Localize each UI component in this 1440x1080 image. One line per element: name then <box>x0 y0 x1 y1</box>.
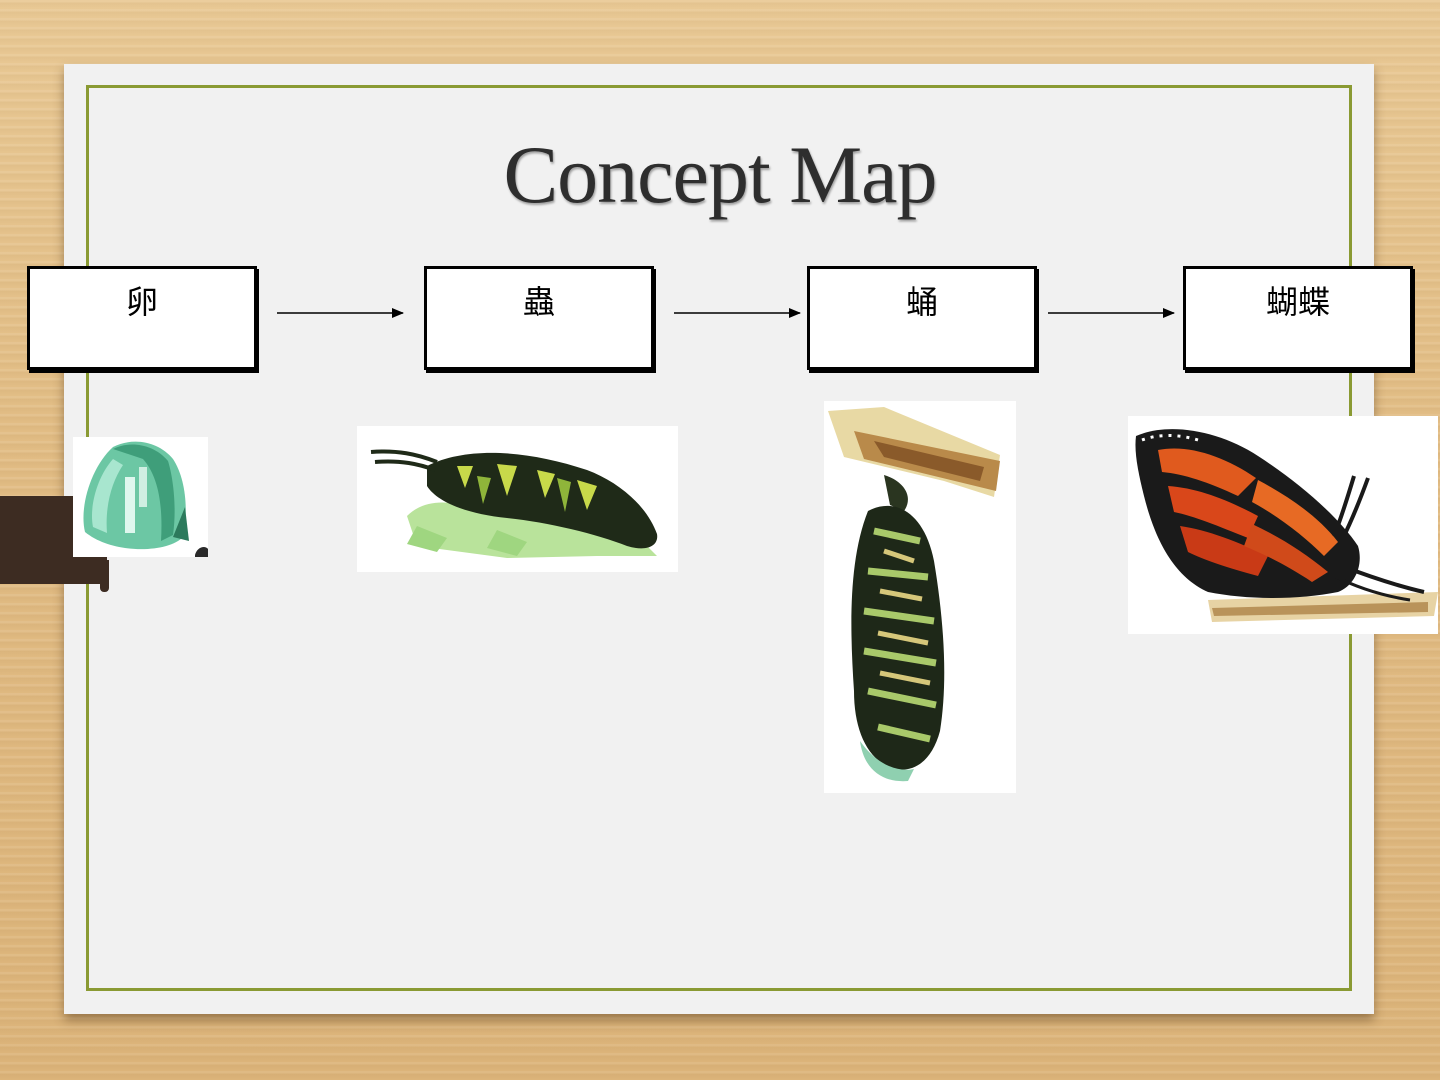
chrysalis-image <box>824 401 1016 793</box>
stage-label-adult: 蝴蝶 <box>1265 283 1330 321</box>
slide-tab-lip <box>100 560 109 592</box>
stage-box-pupa: 蛹 <box>807 266 1037 370</box>
egg-image <box>73 437 208 557</box>
stage-label-larva: 蟲 <box>522 283 555 321</box>
stage-box-egg: 卵 <box>27 266 257 370</box>
caterpillar-image <box>357 426 678 572</box>
stage-box-adult: 蝴蝶 <box>1183 266 1413 370</box>
butterfly-image <box>1128 416 1438 634</box>
stage-label-egg: 卵 <box>125 283 158 321</box>
stage-box-larva: 蟲 <box>424 266 654 370</box>
stage-label-pupa: 蛹 <box>905 283 938 321</box>
slide-title: Concept Map <box>503 129 937 220</box>
